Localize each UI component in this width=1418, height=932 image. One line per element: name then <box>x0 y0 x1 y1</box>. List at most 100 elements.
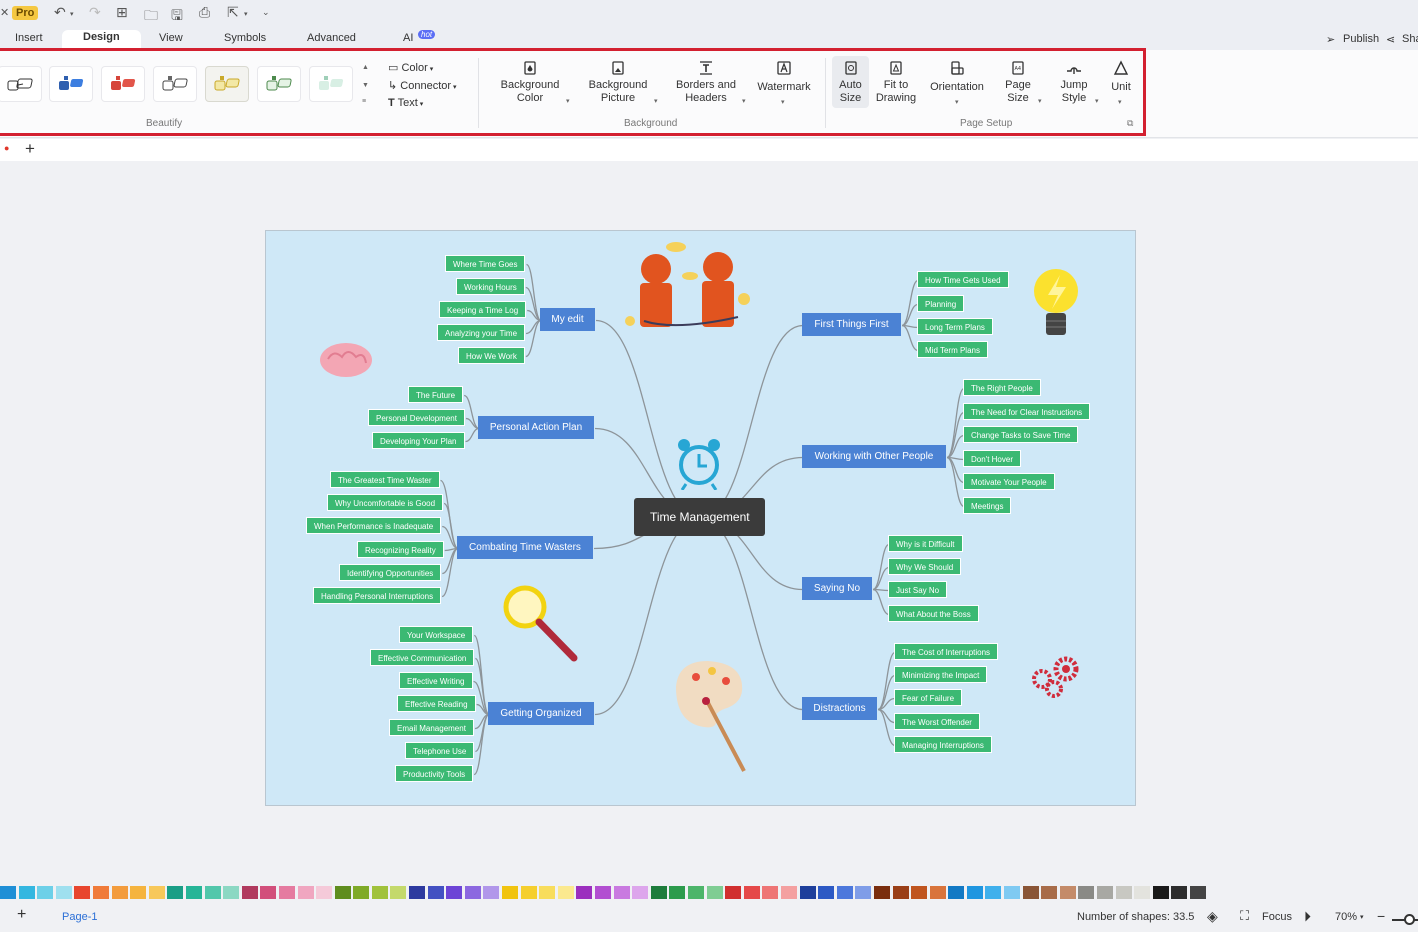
color-swatch[interactable] <box>632 886 649 899</box>
beautify-style-4[interactable] <box>153 66 197 102</box>
beautify-more-icon[interactable]: ≡ <box>362 98 367 105</box>
color-swatch[interactable] <box>241 886 258 899</box>
color-swatch[interactable] <box>557 886 574 899</box>
color-swatch[interactable] <box>576 886 593 899</box>
jump-style-dropdown-icon[interactable]: ▾ <box>1095 98 1099 105</box>
leaf-node[interactable]: Personal Development <box>368 409 465 426</box>
color-swatch[interactable] <box>539 886 556 899</box>
color-swatch[interactable] <box>1152 886 1169 899</box>
branch-node[interactable]: Distractions <box>802 697 877 720</box>
branch-node[interactable]: Personal Action Plan <box>478 416 594 439</box>
branch-node[interactable]: My edit <box>540 308 595 331</box>
color-swatch[interactable] <box>687 886 704 899</box>
color-swatch[interactable] <box>762 886 779 899</box>
branch-node[interactable]: Working with Other People <box>802 445 946 468</box>
unit-button[interactable]: Unit <box>1106 60 1136 94</box>
leaf-node[interactable]: The Greatest Time Waster <box>330 471 440 488</box>
color-swatch[interactable] <box>446 886 463 899</box>
color-swatch[interactable] <box>1134 886 1151 899</box>
mindmap-root-node[interactable]: Time Management <box>634 498 765 536</box>
color-swatch[interactable] <box>483 886 500 899</box>
share-button[interactable]: Sha <box>1402 33 1418 45</box>
undo-dropdown-icon[interactable]: ▾ <box>70 10 74 18</box>
color-swatch[interactable] <box>613 886 630 899</box>
watermark-dropdown-icon[interactable]: ▾ <box>781 99 785 106</box>
leaf-node[interactable]: Keeping a Time Log <box>439 301 527 318</box>
color-swatch[interactable] <box>966 886 983 899</box>
color-dropdown[interactable]: ▭ Color ▾ <box>388 62 434 74</box>
color-swatch[interactable] <box>37 886 54 899</box>
add-tab-icon[interactable]: + <box>25 139 35 158</box>
color-swatch[interactable] <box>780 886 797 899</box>
beautify-style-6[interactable] <box>257 66 301 102</box>
color-swatch[interactable] <box>1078 886 1095 899</box>
export-dropdown-icon[interactable]: ▾ <box>244 10 248 18</box>
jump-style-button[interactable]: Jump Style <box>1055 60 1093 105</box>
add-page-icon[interactable]: + <box>17 906 27 923</box>
publish-icon[interactable]: ➢ <box>1326 34 1336 46</box>
leaf-node[interactable]: Don't Hover <box>963 450 1021 467</box>
color-swatch[interactable] <box>1171 886 1188 899</box>
color-swatch[interactable] <box>985 886 1002 899</box>
color-swatch[interactable] <box>1004 886 1021 899</box>
leaf-node[interactable]: Planning <box>917 295 965 312</box>
color-swatch[interactable] <box>223 886 240 899</box>
leaf-node[interactable]: Fear of Failure <box>894 689 963 706</box>
text-dropdown[interactable]: T Text ▾ <box>388 97 424 109</box>
color-swatch[interactable] <box>948 886 965 899</box>
page-size-button[interactable]: A4 Page Size <box>1000 60 1036 105</box>
beautify-style-3[interactable] <box>101 66 145 102</box>
tab-design[interactable]: Design <box>62 30 141 48</box>
background-picture-button[interactable]: Background Picture <box>585 60 651 105</box>
color-swatch[interactable] <box>390 886 407 899</box>
branch-node[interactable]: Getting Organized <box>488 702 594 725</box>
zoom-slider-handle[interactable] <box>1404 914 1415 925</box>
color-swatch[interactable] <box>706 886 723 899</box>
leaf-node[interactable]: Your Workspace <box>399 626 474 643</box>
leaf-node[interactable]: Why Uncomfortable is Good <box>327 494 444 511</box>
color-swatch[interactable] <box>836 886 853 899</box>
save-icon[interactable]: 🖫 <box>171 8 183 24</box>
color-swatch[interactable] <box>520 886 537 899</box>
color-swatch[interactable] <box>260 886 277 899</box>
color-swatch[interactable] <box>74 886 91 899</box>
branch-node[interactable]: Combating Time Wasters <box>457 536 593 559</box>
color-swatch[interactable] <box>650 886 667 899</box>
color-swatch[interactable] <box>111 886 128 899</box>
page-tab-page-1[interactable]: Page-1 <box>62 911 98 923</box>
publish-button[interactable]: Publish <box>1343 33 1380 45</box>
beautify-scroll-down-icon[interactable]: ▼ <box>362 82 369 89</box>
color-swatch[interactable] <box>409 886 426 899</box>
color-swatch[interactable] <box>873 886 890 899</box>
leaf-node[interactable]: Handling Personal Interruptions <box>313 587 442 604</box>
leaf-node[interactable]: Effective Writing <box>399 672 473 689</box>
color-swatch[interactable] <box>334 886 351 899</box>
leaf-node[interactable]: How Time Gets Used <box>917 271 1009 288</box>
layers-icon[interactable]: ◈ <box>1207 908 1218 924</box>
close-icon[interactable]: ✕ <box>0 6 10 19</box>
color-swatch[interactable] <box>130 886 147 899</box>
leaf-node[interactable]: Telephone Use <box>405 742 475 759</box>
leaf-node[interactable]: Why We Should <box>888 558 962 575</box>
play-icon[interactable]: ⏵ <box>1304 908 1311 924</box>
share-icon[interactable]: ⋖ <box>1386 34 1396 46</box>
beautify-style-2[interactable] <box>49 66 93 102</box>
zoom-level[interactable]: 70% <box>1335 911 1358 923</box>
leaf-node[interactable]: The Worst Offender <box>894 713 980 730</box>
unit-dropdown-icon[interactable]: ▾ <box>1118 99 1122 106</box>
leaf-node[interactable]: Identifying Opportunities <box>339 564 442 581</box>
color-swatch[interactable] <box>595 886 611 899</box>
new-page-icon[interactable]: ⊞ <box>116 5 128 21</box>
leaf-node[interactable]: How We Work <box>458 347 525 364</box>
color-swatch[interactable] <box>743 886 760 899</box>
orientation-button[interactable]: Orientation <box>927 60 987 94</box>
color-swatch[interactable] <box>316 886 333 899</box>
borders-headers-button[interactable]: Borders and Headers <box>672 60 740 105</box>
borders-headers-dropdown-icon[interactable]: ▾ <box>742 98 746 105</box>
color-swatch[interactable] <box>464 886 481 899</box>
color-swatch[interactable] <box>799 886 816 899</box>
page-setup-launcher-icon[interactable]: ⧉ <box>1127 118 1134 128</box>
color-swatch[interactable] <box>185 886 202 899</box>
tab-symbols[interactable]: Symbols <box>224 32 267 44</box>
leaf-node[interactable]: Change Tasks to Save Time <box>963 426 1079 443</box>
